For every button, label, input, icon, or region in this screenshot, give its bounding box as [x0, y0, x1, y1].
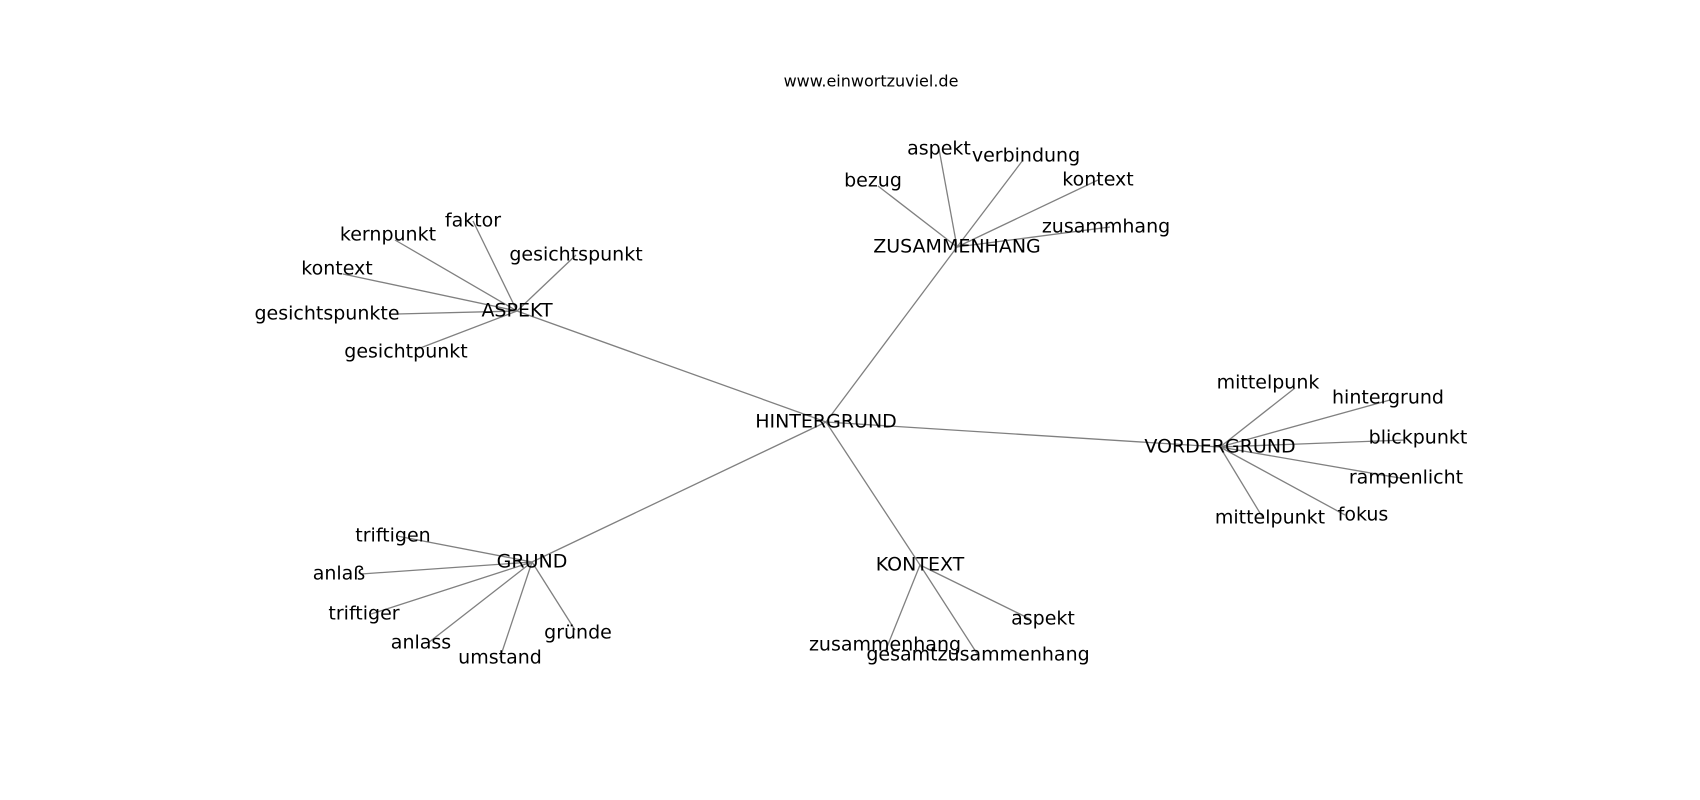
leaf-node-zusammenhang-bezug: bezug — [844, 170, 902, 192]
edge-aspekt-gesichtspunkt — [516, 254, 577, 312]
edge-kontext-aspekt — [919, 564, 1031, 620]
edge-grund-gründe — [531, 561, 576, 631]
edge-vordergrund-mittelpunkt — [1219, 446, 1264, 519]
edge-vordergrund-hintergrund — [1219, 399, 1391, 448]
leaf-node-grund-triftiger: triftiger — [328, 603, 399, 625]
leaf-node-zusammenhang-kontext: kontext — [1062, 169, 1134, 191]
hub-node-kontext: KONTEXT — [876, 554, 965, 576]
edge-vordergrund-fokus — [1219, 446, 1346, 516]
edge-center-vordergrund — [825, 421, 1221, 448]
leaf-node-aspekt-gesichtpunkt: gesichtpunkt — [344, 341, 467, 363]
edges-layer — [342, 148, 1406, 659]
leaf-node-zusammenhang-verbindung: verbindung — [972, 145, 1080, 167]
leaf-node-zusammenhang-zusammhang: zusammhang — [1042, 216, 1170, 238]
leaf-node-aspekt-faktor: faktor — [445, 210, 501, 232]
edge-grund-triftiger — [370, 561, 533, 615]
edge-center-grund — [531, 421, 827, 563]
leaf-node-grund-anlaß: anlaß — [313, 563, 366, 585]
leaf-node-aspekt-gesichtspunkt: gesichtspunkt — [509, 244, 642, 266]
edge-grund-triftigen — [396, 535, 533, 563]
leaf-node-vordergrund-mittelpunk: mittelpunk — [1217, 372, 1320, 394]
leaf-node-vordergrund-hintergrund: hintergrund — [1332, 387, 1444, 409]
hub-node-vordergrund: VORDERGRUND — [1144, 436, 1295, 458]
edge-grund-anlaß — [360, 561, 533, 575]
hub-node-grund: GRUND — [497, 551, 568, 573]
edge-zusammenhang-zusammhang — [956, 226, 1111, 248]
hub-node-aspekt: ASPEKT — [481, 300, 553, 322]
edge-aspekt-gesichtspunkte — [396, 310, 518, 315]
edge-kontext-gesamtzusammenhang — [919, 564, 979, 656]
edge-grund-anlass — [427, 561, 533, 644]
edge-center-kontext — [825, 421, 921, 566]
edge-aspekt-kontext — [342, 273, 518, 312]
leaf-node-grund-gründe: gründe — [544, 622, 612, 644]
site-url-label: www.einwortzuviel.de — [784, 72, 959, 91]
edge-zusammenhang-bezug — [877, 185, 958, 248]
edge-aspekt-kernpunkt — [394, 239, 518, 312]
edge-zusammenhang-kontext — [956, 179, 1099, 248]
edge-vordergrund-mittelpunk — [1219, 387, 1296, 448]
leaf-node-grund-umstand: umstand — [458, 647, 542, 669]
leaf-node-grund-anlass: anlass — [391, 632, 451, 654]
edge-vordergrund-blickpunkt — [1219, 439, 1406, 448]
leaf-node-kontext-aspekt: aspekt — [1011, 608, 1075, 630]
edge-zusammenhang-aspekt — [938, 148, 958, 248]
edge-aspekt-gesichtpunkt — [414, 310, 518, 351]
labels-layer: www.einwortzuviel.de HINTERGRUND ASPEKT fa… — [254, 72, 1467, 669]
leaf-node-aspekt-kernpunkt: kernpunkt — [340, 224, 436, 246]
edge-center-aspekt — [516, 310, 827, 423]
leaf-node-vordergrund-mittelpunkt: mittelpunkt — [1215, 507, 1325, 529]
leaf-node-vordergrund-fokus: fokus — [1338, 504, 1389, 526]
leaf-node-aspekt-gesichtspunkte: gesichtspunkte — [254, 303, 399, 325]
edge-kontext-zusammenhang — [884, 564, 921, 653]
leaf-node-vordergrund-rampenlicht: rampenlicht — [1349, 467, 1463, 489]
leaf-node-vordergrund-blickpunkt: blickpunkt — [1369, 427, 1468, 449]
edge-grund-umstand — [499, 561, 533, 659]
edge-aspekt-faktor — [472, 220, 518, 312]
edge-vordergrund-rampenlicht — [1219, 446, 1401, 479]
edge-center-zusammenhang — [825, 246, 958, 423]
leaf-node-grund-triftigen: triftigen — [355, 525, 430, 547]
edge-zusammenhang-verbindung — [956, 159, 1024, 248]
leaf-node-aspekt-kontext: kontext — [301, 258, 373, 280]
hub-node-zusammenhang: ZUSAMMENHANG — [873, 236, 1041, 258]
leaf-node-zusammenhang-aspekt: aspekt — [907, 138, 971, 160]
center-node-label: HINTERGRUND — [755, 411, 897, 433]
leaf-node-kontext-gesamtzusammenhang: gesamtzusammenhang — [866, 644, 1089, 666]
leaf-node-kontext-zusammenhang: zusammenhang — [809, 634, 961, 656]
